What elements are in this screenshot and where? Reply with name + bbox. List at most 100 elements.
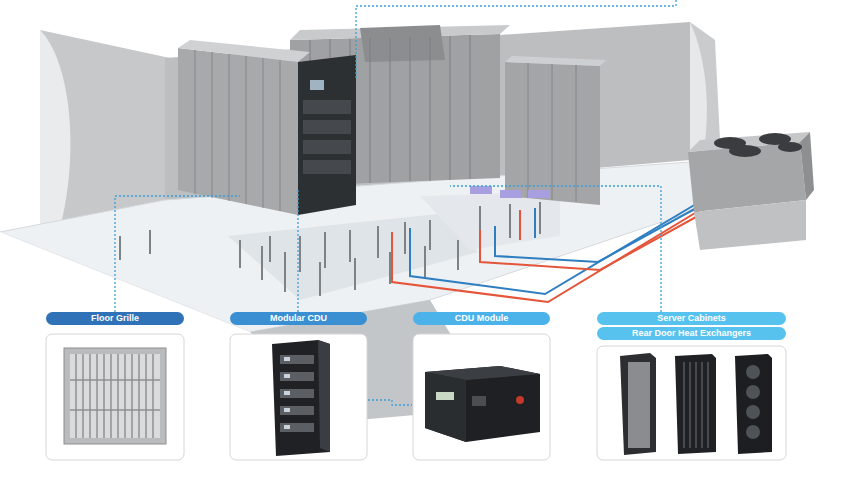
raised-floor-part — [420, 192, 560, 250]
coolant-pipes-part — [392, 210, 700, 302]
coolant-pipes — [392, 204, 705, 302]
floor-grille-photo-part-part — [82, 354, 84, 438]
server-cabinet-rows-part-part — [280, 60, 281, 211]
floor-pedestals-part — [149, 230, 151, 254]
server-cabinets-photo-part-part — [746, 405, 760, 419]
dry-cooler-part — [800, 132, 814, 200]
modular-cdu-photo-part-part — [280, 372, 314, 381]
cdu-module-photo-part — [436, 392, 454, 400]
coolant-pipes-part — [495, 206, 700, 262]
modular-cdu-photo — [272, 340, 330, 456]
server-cabinets-photo-part-part — [746, 365, 760, 379]
server-cabinet-rows-part-part — [470, 35, 471, 179]
modular-cdu-label: Modular CDU — [230, 312, 367, 325]
floor-pedestals-part — [457, 240, 459, 270]
floor-grille-photo-part-part — [145, 354, 147, 438]
modular-cdu-photo-part-part — [284, 391, 290, 395]
server-cabinet-rows-part — [505, 62, 600, 205]
product-photo-frames-part — [597, 346, 786, 460]
server-cabinet-rows-part-part — [246, 56, 247, 204]
floor-grille-photo-part-part — [138, 354, 140, 438]
server-cabinets-photo-part-part — [702, 362, 703, 448]
room-walls-part — [40, 30, 170, 228]
server-cabinet-rows-part — [195, 50, 280, 211]
leader-lines-part — [368, 400, 412, 405]
coolant-pipes-part — [519, 210, 521, 240]
modular-cdu-photo-part — [272, 340, 330, 456]
modular-cdu-photo-part-part — [284, 357, 290, 361]
server-cabinet-rows-part-part — [263, 58, 264, 208]
floor-grille-photo-part-part — [110, 354, 112, 438]
floor-pedestals-part — [269, 236, 271, 262]
floor-pedestals-part — [284, 252, 286, 292]
server-cabinet-rows-part — [178, 48, 298, 215]
server-cabinet-rows-part-part — [390, 38, 391, 182]
server-cabinet-rows-part — [298, 55, 356, 215]
modular-cdu-photo-part-part — [284, 425, 290, 429]
floor-pedestals-part — [354, 258, 356, 290]
floor-grille-photo-part-part — [103, 354, 105, 438]
server-cabinet-rows-part — [470, 186, 550, 198]
floor-grille-photo-part — [64, 348, 166, 444]
modular-cdu-photo-part-part — [284, 374, 290, 378]
floor-grille-photo-part-part — [117, 354, 119, 438]
product-photo-frames-part — [413, 334, 550, 460]
floor-pedestals-part — [377, 226, 379, 258]
leader-lines-part — [450, 186, 661, 312]
server-cabinets-photo-part-part — [708, 362, 709, 448]
modular-cdu-photo-part — [284, 357, 290, 429]
label-text: Modular CDU — [270, 314, 327, 323]
floor-pedestals-part — [261, 246, 263, 280]
modular-cdu-photo-part-part — [284, 408, 290, 412]
cdu-module-label: CDU Module — [413, 312, 550, 325]
dry-cooler-part — [729, 145, 761, 157]
server-cabinets-photo-part — [684, 362, 708, 448]
floor-grille-photo-part-part — [75, 354, 77, 438]
server-cabinet-rows-part-part — [410, 37, 411, 181]
server-cabinet-rows-part — [360, 25, 445, 62]
server-cabinets-photo-part — [620, 353, 656, 455]
dry-cooler — [688, 132, 814, 250]
server-cabinet-rows-part-part — [450, 36, 451, 180]
dry-cooler-part — [778, 142, 802, 152]
cdu-module-photo-part — [425, 372, 466, 442]
floor-pedestals-part — [324, 232, 326, 268]
floor-grille-photo-part-part — [152, 354, 154, 438]
floor-pedestals-part — [349, 230, 351, 262]
floor-grille-photo — [64, 348, 166, 444]
floor-grille-photo-part-part — [70, 379, 160, 381]
modular-cdu-photo-part-part — [280, 406, 314, 415]
coolant-pipes-part — [410, 204, 696, 294]
modular-cdu-photo-part-part — [280, 355, 314, 364]
server-cabinet-rows-part-part — [195, 50, 196, 194]
floor-grille-photo-part-part — [131, 354, 133, 438]
server-cabinets-photo-part-part — [746, 385, 760, 399]
server-cabinets-photo-part — [675, 354, 716, 454]
label-text: Rear Door Heat Exchangers — [632, 329, 751, 338]
cdu-module-photo-part — [425, 366, 540, 442]
server-cabinet-rows-part-part — [303, 160, 351, 174]
server-cabinets-photo-part — [746, 365, 760, 439]
server-cabinet-rows-part-part — [370, 38, 371, 183]
server-cabinet-rows-part-part — [229, 54, 230, 201]
product-photo-frames-part — [230, 334, 367, 460]
raised-floor-part — [228, 214, 478, 300]
floor-pedestals-part — [299, 236, 301, 272]
server-cabinet-rows-part-part — [303, 100, 351, 114]
server-cabinet-rows-part-part — [528, 190, 550, 198]
server-cabinet-rows-part-part — [212, 52, 213, 198]
modular-cdu-photo-part — [318, 340, 330, 452]
server-cabinet-rows-part-part — [303, 120, 351, 134]
modular-cdu-photo-part — [280, 355, 314, 432]
server-cabinet-rows-part — [528, 63, 576, 202]
floor-grille-photo-part-part — [96, 354, 98, 438]
floor-grille-label: Floor Grille — [46, 312, 184, 325]
server-cabinets-photo-part — [628, 362, 650, 448]
leader-lines-part — [356, 0, 676, 78]
modular-cdu-photo-part-part — [280, 389, 314, 398]
coolant-pipes-part — [534, 208, 536, 238]
rear-door-label: Rear Door Heat Exchangers — [597, 327, 786, 340]
floor-pedestals-part — [319, 262, 321, 296]
